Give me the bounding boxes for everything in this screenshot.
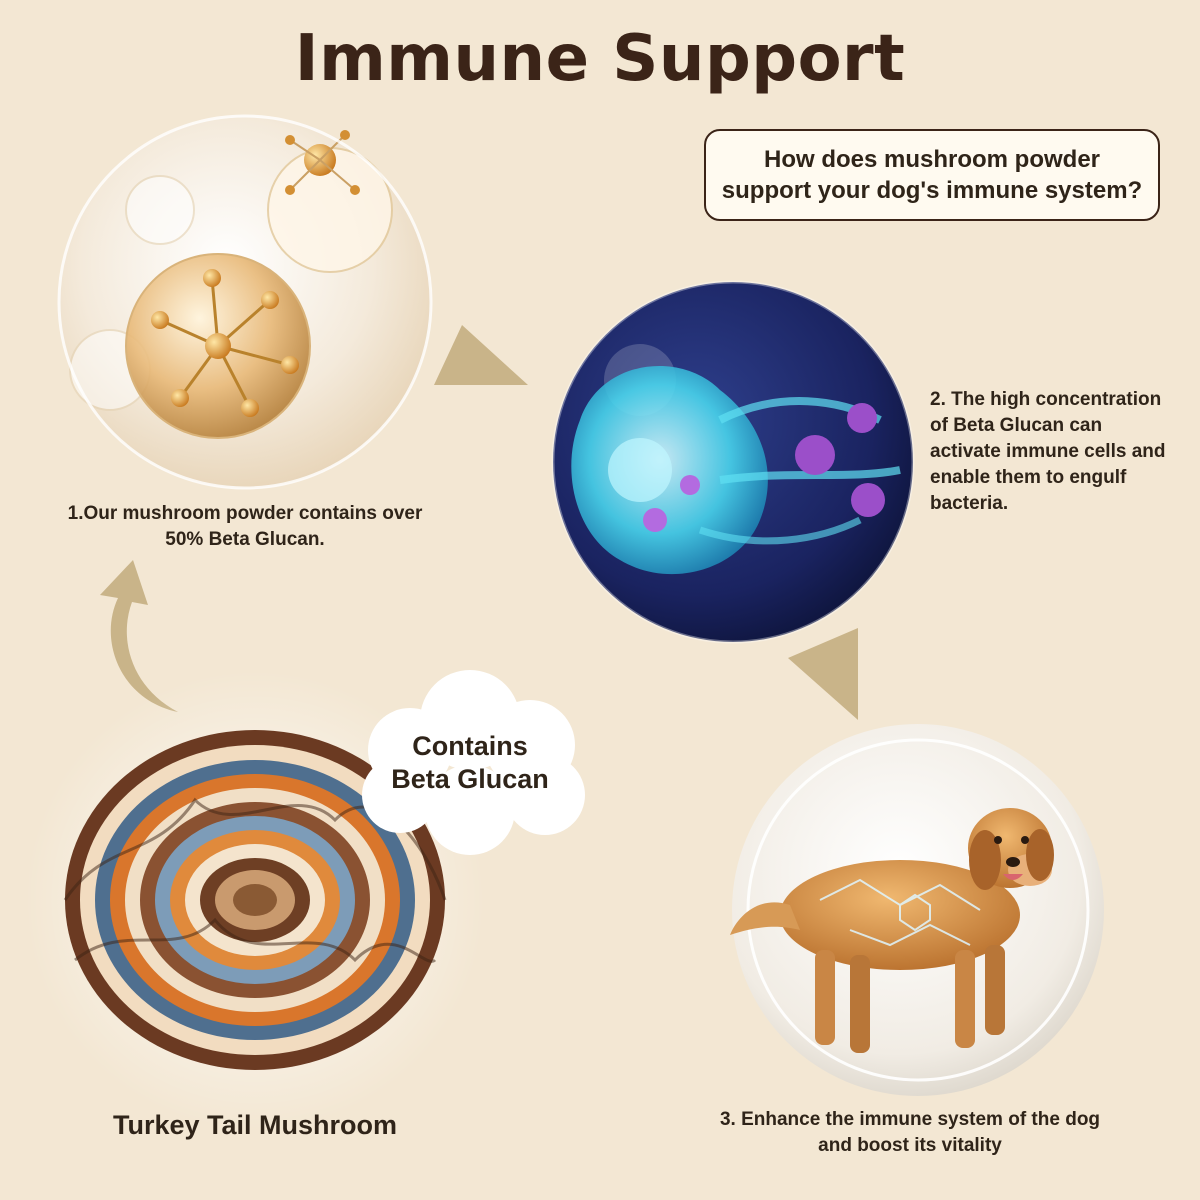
cloud-line-1: Contains [412,731,528,761]
immune-cell-illustration [551,280,915,644]
step-2-line-5: bacteria. [930,493,1009,514]
cloud-bubble [362,670,585,855]
arrow-right-icon [434,325,528,385]
cloud-text: Contains Beta Glucan [375,730,565,796]
cloud-line-2: Beta Glucan [391,764,549,794]
arrow-down-right-icon [788,628,858,720]
step-1-line-1: 1.Our mushroom powder contains over [67,503,423,524]
step-2-line-1: 2. The high concentration [930,389,1162,410]
curved-arrow-up-icon [100,560,178,712]
step-3-line-2: and boost its vitality [818,1135,1002,1156]
step-1-line-2: 50% Beta Glucan. [165,529,325,550]
step-2-line-2: of Beta Glucan can [930,415,1103,436]
dog-illustration [730,724,1104,1096]
question-box: How does mushroom powder support your do… [704,129,1160,221]
page-title: Immune Support [294,22,906,96]
mushroom-label: Turkey Tail Mushroom [112,1110,398,1140]
step-2-line-3: activate immune cells and [930,441,1166,462]
question-text: How does mushroom powder support your do… [722,144,1142,206]
step-2-caption: 2. The high concentration of Beta Glucan… [930,387,1190,517]
step-3-line-1: 3. Enhance the immune system of the dog [719,1109,1101,1130]
step-1-caption: 1.Our mushroom powder contains over 50% … [40,501,450,553]
step-2-line-4: enable them to engulf [930,467,1127,488]
question-line-2: support your dog's immune system? [721,177,1143,204]
molecule-illustration [57,114,433,490]
step-3-caption: 3. Enhance the immune system of the dog … [700,1107,1120,1159]
question-line-1: How does mushroom powder [763,146,1101,173]
